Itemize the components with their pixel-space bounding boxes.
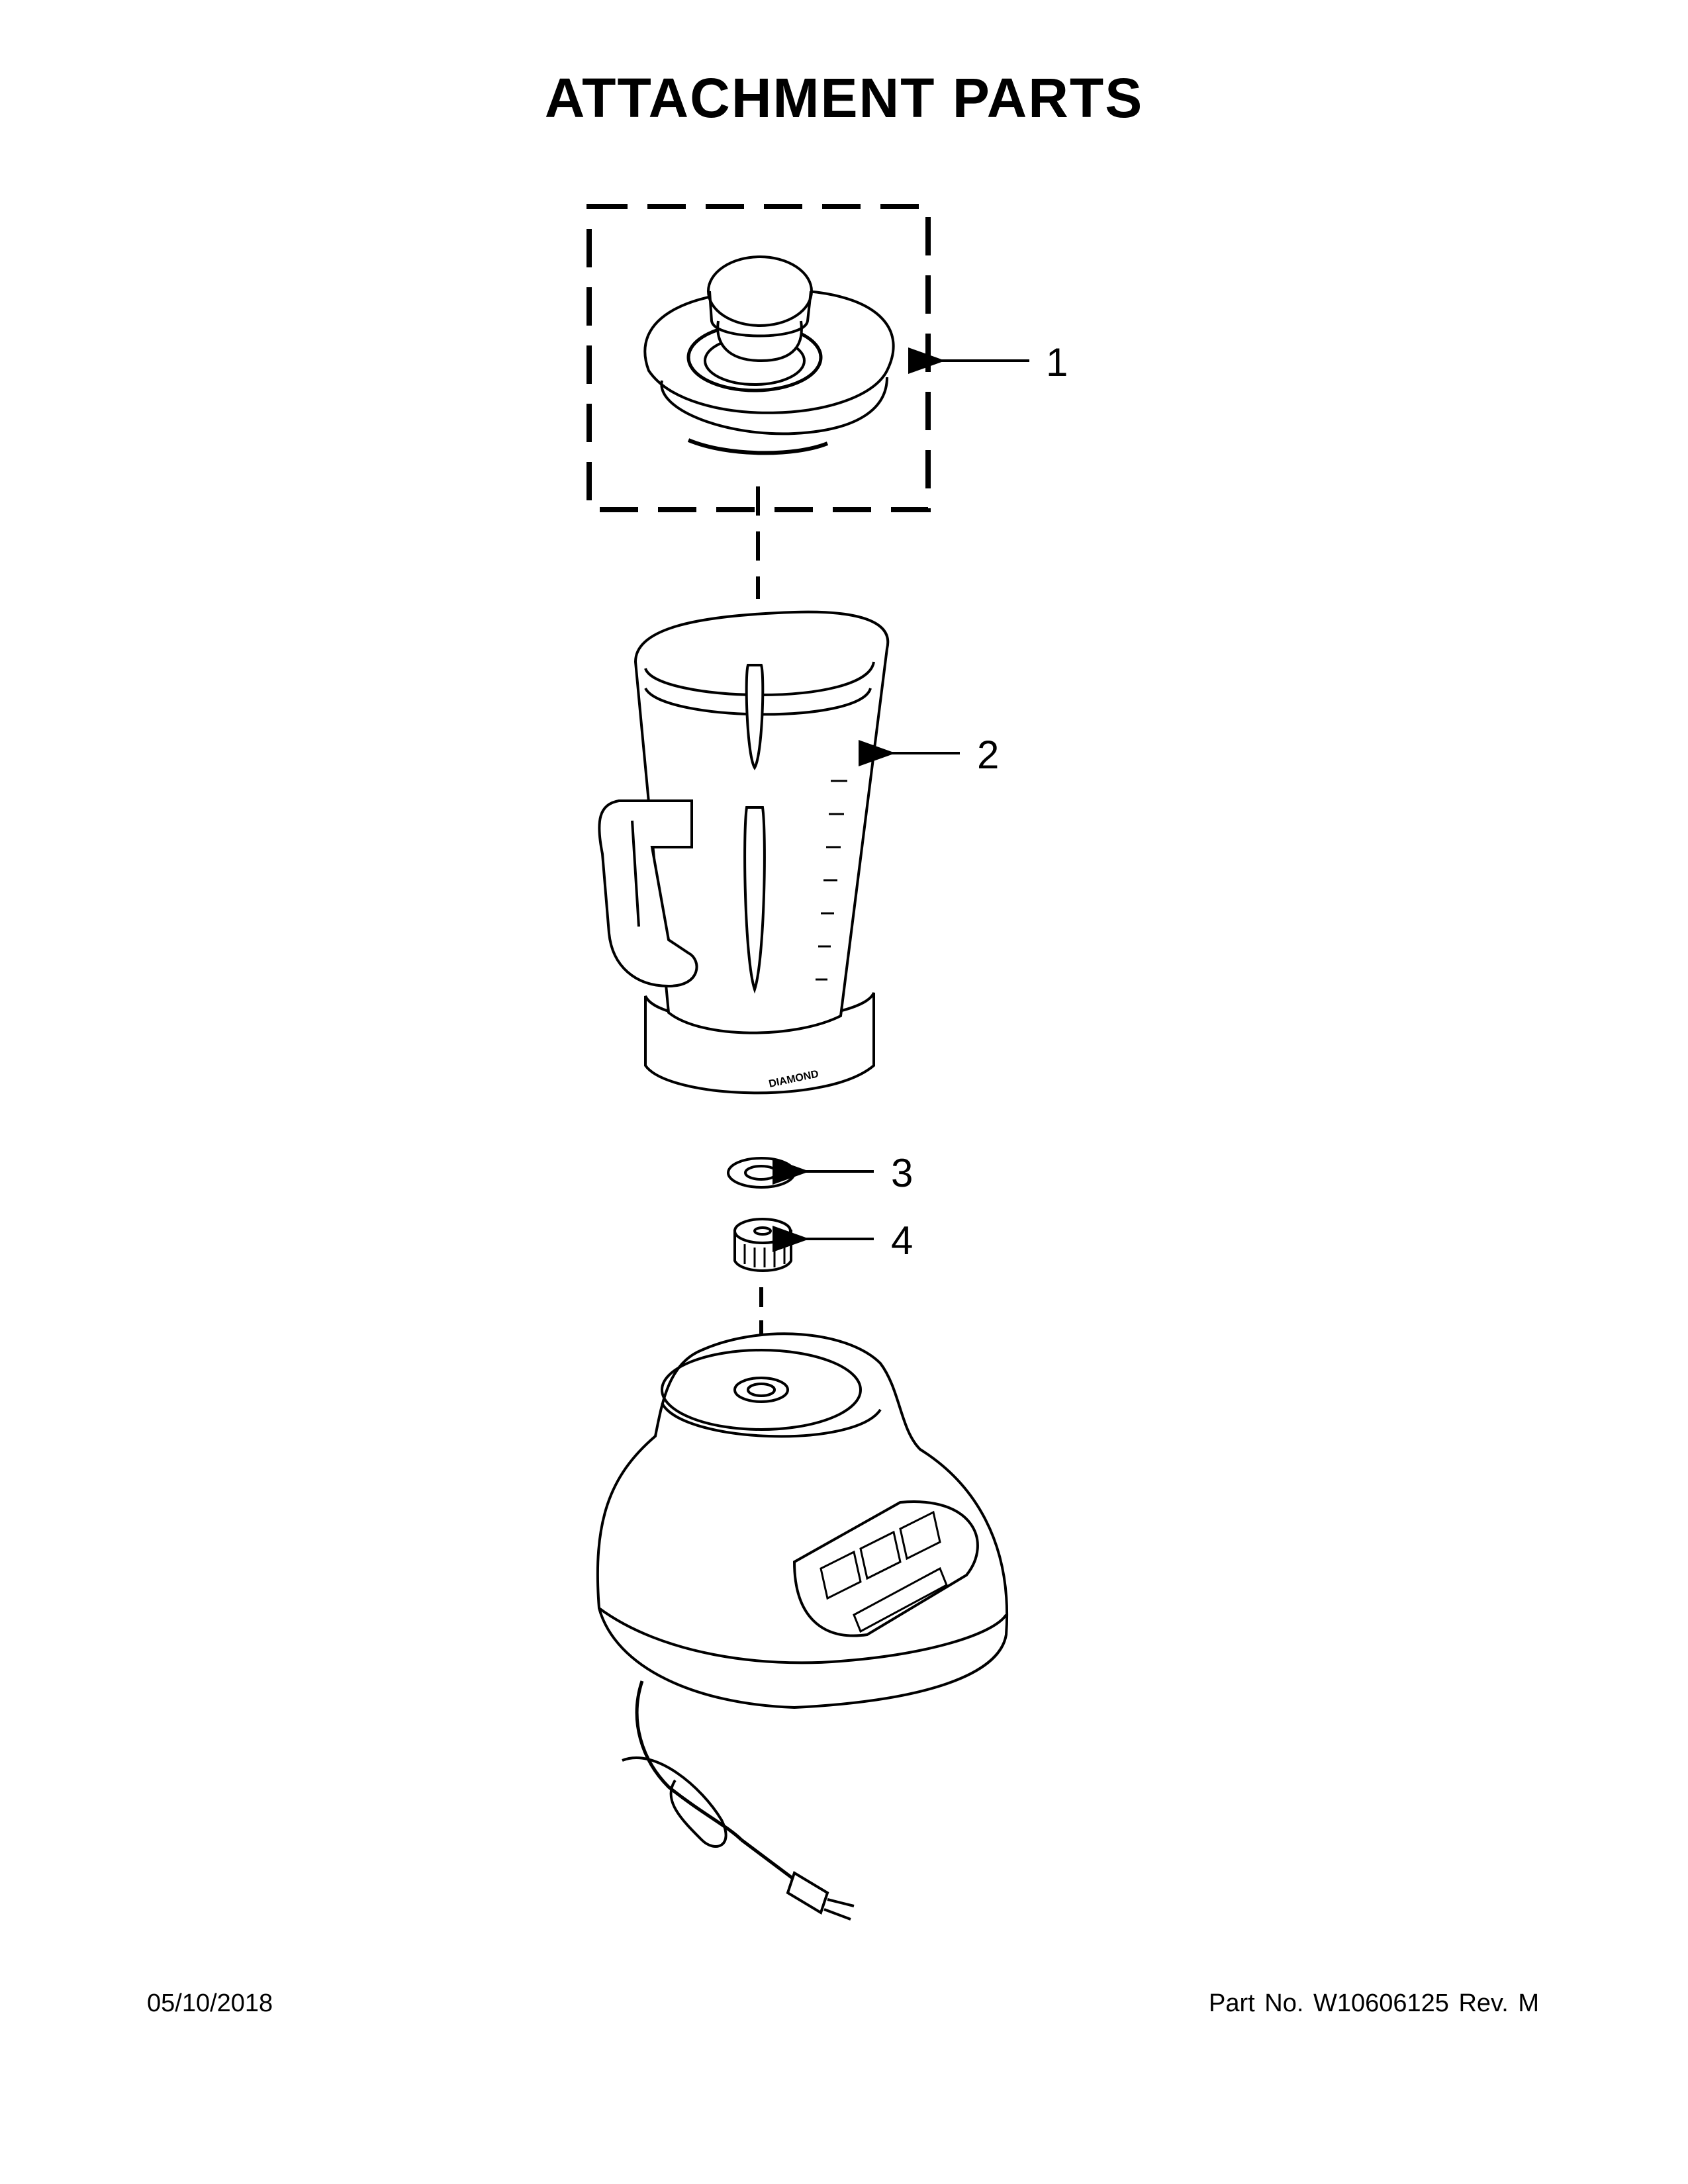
callout-label-2: 2 xyxy=(977,733,1000,777)
page-title: ATTACHMENT PARTS xyxy=(544,67,1144,129)
callout-label-3: 3 xyxy=(891,1151,914,1195)
seal-illustration[interactable] xyxy=(727,1157,796,1189)
coupler-illustration[interactable] xyxy=(733,1218,792,1272)
footer-part-number: Part No. W10606125 Rev. M xyxy=(1209,1989,1539,2017)
lid-illustration[interactable] xyxy=(643,255,895,455)
callout-label-1: 1 xyxy=(1046,340,1068,385)
pitcher-illustration[interactable] xyxy=(598,610,890,1095)
callout-label-4: 4 xyxy=(891,1218,914,1263)
footer-date: 05/10/2018 xyxy=(147,1989,273,2017)
motor-base-illustration xyxy=(596,1332,1009,1921)
